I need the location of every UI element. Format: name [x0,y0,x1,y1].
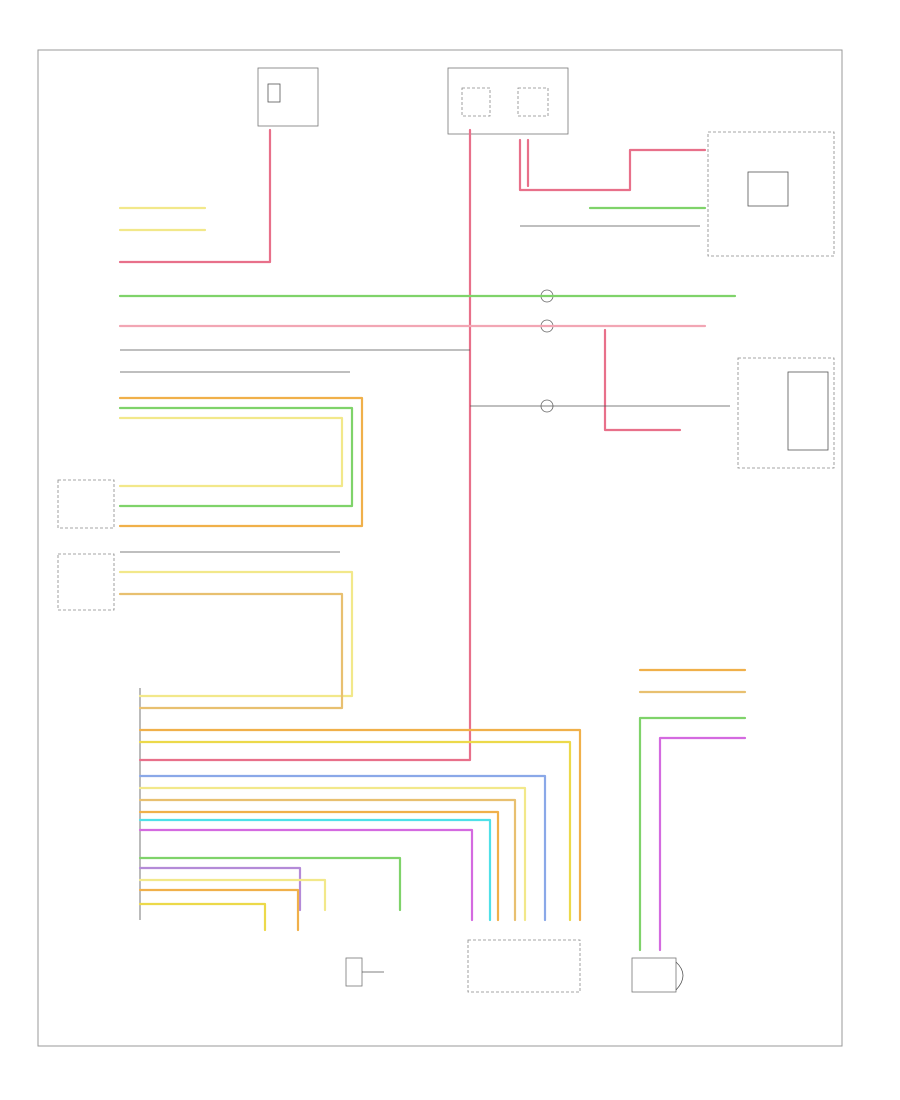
wire-pps-tan [118,592,344,710]
wire-cluster-feed [518,138,707,192]
cruise-switch [737,357,835,469]
wire-ecm-orange-low [138,888,300,932]
wire-vss-green [638,716,747,952]
fuse-box-center [447,67,569,135]
wire-ecm-purple-low [138,866,302,912]
wire-ecm-yellow-low [138,878,327,912]
wire-ecm-yellow-low-2 [138,902,267,932]
brake-pedal-sensor [467,939,581,993]
wire-ecm-magenta [138,828,474,922]
pedal-position-sensor-box [57,553,115,611]
clockspring [540,289,554,413]
wire-ecm-orange-1 [138,728,582,922]
wire-lp-green [118,406,354,508]
wire-switch-red [603,328,682,432]
throttle-body [345,957,384,987]
vss-sensor [631,957,684,993]
wire-lp-orange [118,396,364,528]
wire-pps-yellow [118,570,354,698]
wires [118,128,747,952]
brake-pedal-sensor-box [57,479,115,529]
diagram-frame [37,49,843,1047]
wire-center-red [138,128,472,762]
wire-ecm-yellow-1 [138,740,572,922]
fuse-box-left [257,67,319,127]
wire-ecm-orange-2 [138,810,500,922]
wire-ecm-yellow-2 [138,786,527,922]
wire-battery-feed [118,128,272,264]
wire-ecm-blue [138,774,547,922]
wire-lp-yellow [118,416,344,488]
wire-ecm-tan [138,798,517,922]
instrument-cluster [707,131,835,257]
wire-vss-purple [658,736,747,952]
wire-ecm-green-low [138,856,402,912]
wire-ecm-cyan [138,818,492,922]
